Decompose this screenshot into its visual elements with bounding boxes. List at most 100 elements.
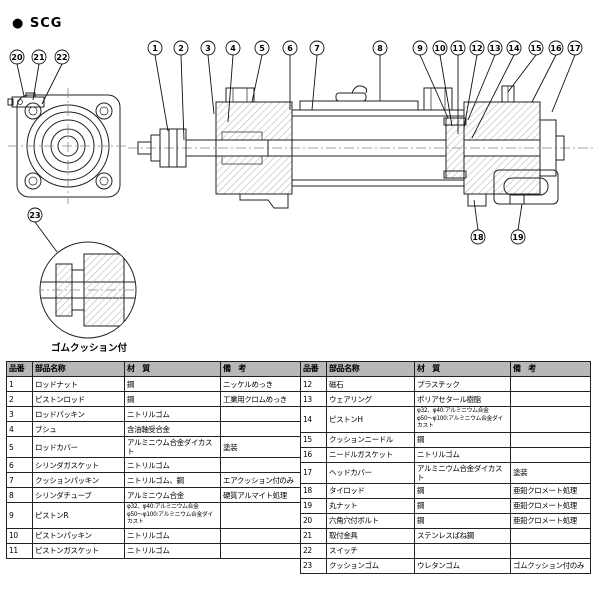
- table-cell: ニトリルゴム: [124, 527, 221, 544]
- front-view: [7, 88, 128, 204]
- svg-text:15: 15: [530, 44, 542, 53]
- table-cell: 9: [6, 502, 33, 529]
- svg-text:20: 20: [11, 53, 23, 62]
- table-cell: ピストンパッキン: [32, 527, 125, 544]
- detail-caption: ゴムクッション付: [50, 343, 127, 354]
- svg-text:2: 2: [178, 44, 184, 53]
- balloon-15: 15: [507, 40, 544, 93]
- table-cell: ブシュ: [32, 421, 125, 437]
- svg-text:10: 10: [434, 44, 446, 53]
- tie-rod-nut: [467, 193, 487, 207]
- svg-text:11: 11: [452, 44, 464, 53]
- table-cell: ピストンH: [326, 406, 415, 433]
- balloon-17: 17: [551, 40, 583, 113]
- table-cell: ステンレスばね鋼: [414, 527, 511, 544]
- table-cell: 16: [300, 446, 327, 463]
- svg-text:1: 1: [152, 44, 158, 53]
- svg-text:3: 3: [205, 44, 211, 53]
- col-part-name: 部品名称: [326, 361, 415, 377]
- svg-text:21: 21: [33, 53, 45, 62]
- table-cell: 5: [6, 436, 33, 458]
- table-cell: ニトリルゴム: [124, 542, 221, 559]
- table-cell: 2: [6, 391, 33, 407]
- table-cell: ピストンR: [32, 502, 125, 529]
- table-cell: 塗装: [220, 436, 301, 458]
- table-cell: 6: [6, 457, 33, 473]
- table-cell: スイッチ: [326, 542, 415, 559]
- svg-text:13: 13: [489, 44, 500, 53]
- table-cell: [220, 457, 301, 473]
- table-cell: アルミニウム合金ダイカスト: [414, 461, 511, 484]
- balloon-13: 13: [467, 40, 503, 121]
- table-cell: [510, 431, 591, 448]
- svg-text:8: 8: [377, 44, 383, 53]
- table-cell: 20: [300, 512, 327, 529]
- table-cell: ニトリルゴム: [414, 446, 511, 463]
- table-cell: φ32、φ40:アルミニウム合金 φ50〜φ100:アルミニウム合金ダイカスト: [124, 502, 221, 529]
- table-cell: ロッドパッキン: [32, 406, 125, 422]
- table-cell: [220, 406, 301, 422]
- balloon-14: 14: [471, 40, 522, 139]
- table-cell: [414, 542, 511, 559]
- table-cell: 塗装: [510, 461, 591, 484]
- table-cell: ロッドナット: [32, 376, 125, 392]
- table-cell: [510, 446, 591, 463]
- table-cell: 15: [300, 431, 327, 448]
- balloon-12: 12: [463, 40, 485, 129]
- technical-drawing: 1 2 3 4 5 6 7 8 9 10 11 12 13 14 15 16 1…: [7, 40, 594, 339]
- balloon-21: 21: [31, 49, 47, 101]
- table-cell: ピストンロッド: [32, 391, 125, 407]
- detail-view: [39, 241, 137, 339]
- table-cell: ヘッドカバー: [326, 461, 415, 484]
- table-cell: 鋼: [414, 512, 511, 529]
- balloon-23: 23: [27, 207, 58, 253]
- balloon-11: 11: [450, 40, 466, 134]
- balloon-16: 16: [531, 40, 564, 103]
- mounting-bracket: [7, 92, 45, 108]
- table-cell: 鋼: [414, 497, 511, 514]
- table-cell: ニトリルゴム、鋼: [124, 472, 221, 488]
- table-cell: 19: [300, 497, 327, 514]
- table-cell: ニトリルゴム: [124, 406, 221, 422]
- table-cell: 14: [300, 406, 327, 433]
- table-cell: 亜鉛クロメート処理: [510, 482, 591, 499]
- table-cell: 10: [6, 527, 33, 544]
- col-part-name: 部品名称: [32, 361, 125, 377]
- table-cell: 23: [300, 557, 327, 574]
- col-part-no: 品番: [6, 361, 33, 377]
- table-cell: シリンダガスケット: [32, 457, 125, 473]
- switch-rail: [299, 85, 419, 111]
- table-cell: クッションパッキン: [32, 472, 125, 488]
- table-cell: 亜鉛クロメート処理: [510, 497, 591, 514]
- svg-text:22: 22: [56, 53, 67, 62]
- table-cell: [510, 376, 591, 392]
- svg-text:5: 5: [259, 44, 265, 53]
- balloon-3: 3: [200, 40, 216, 115]
- table-header-row: 品番 部品名称 材 質 備 考: [6, 361, 301, 377]
- table-cell: [510, 527, 591, 544]
- table-cell: φ32、φ40:アルミニウム合金 φ50〜φ100:アルミニウム合金ダイカスト: [414, 406, 511, 433]
- table-header-row: 品番 部品名称 材 質 備 考: [300, 361, 591, 377]
- table-cell: 8: [6, 487, 33, 503]
- table-cell: 18: [300, 482, 327, 499]
- table-cell: ニトリルゴム: [124, 457, 221, 473]
- table-cell: 7: [6, 472, 33, 488]
- balloon-4: 4: [225, 40, 241, 123]
- table-cell: 磁石: [326, 376, 415, 392]
- table-cell: ニードルガスケット: [326, 446, 415, 463]
- title-bullet: ●: [12, 16, 25, 31]
- balloon-2: 2: [173, 40, 189, 141]
